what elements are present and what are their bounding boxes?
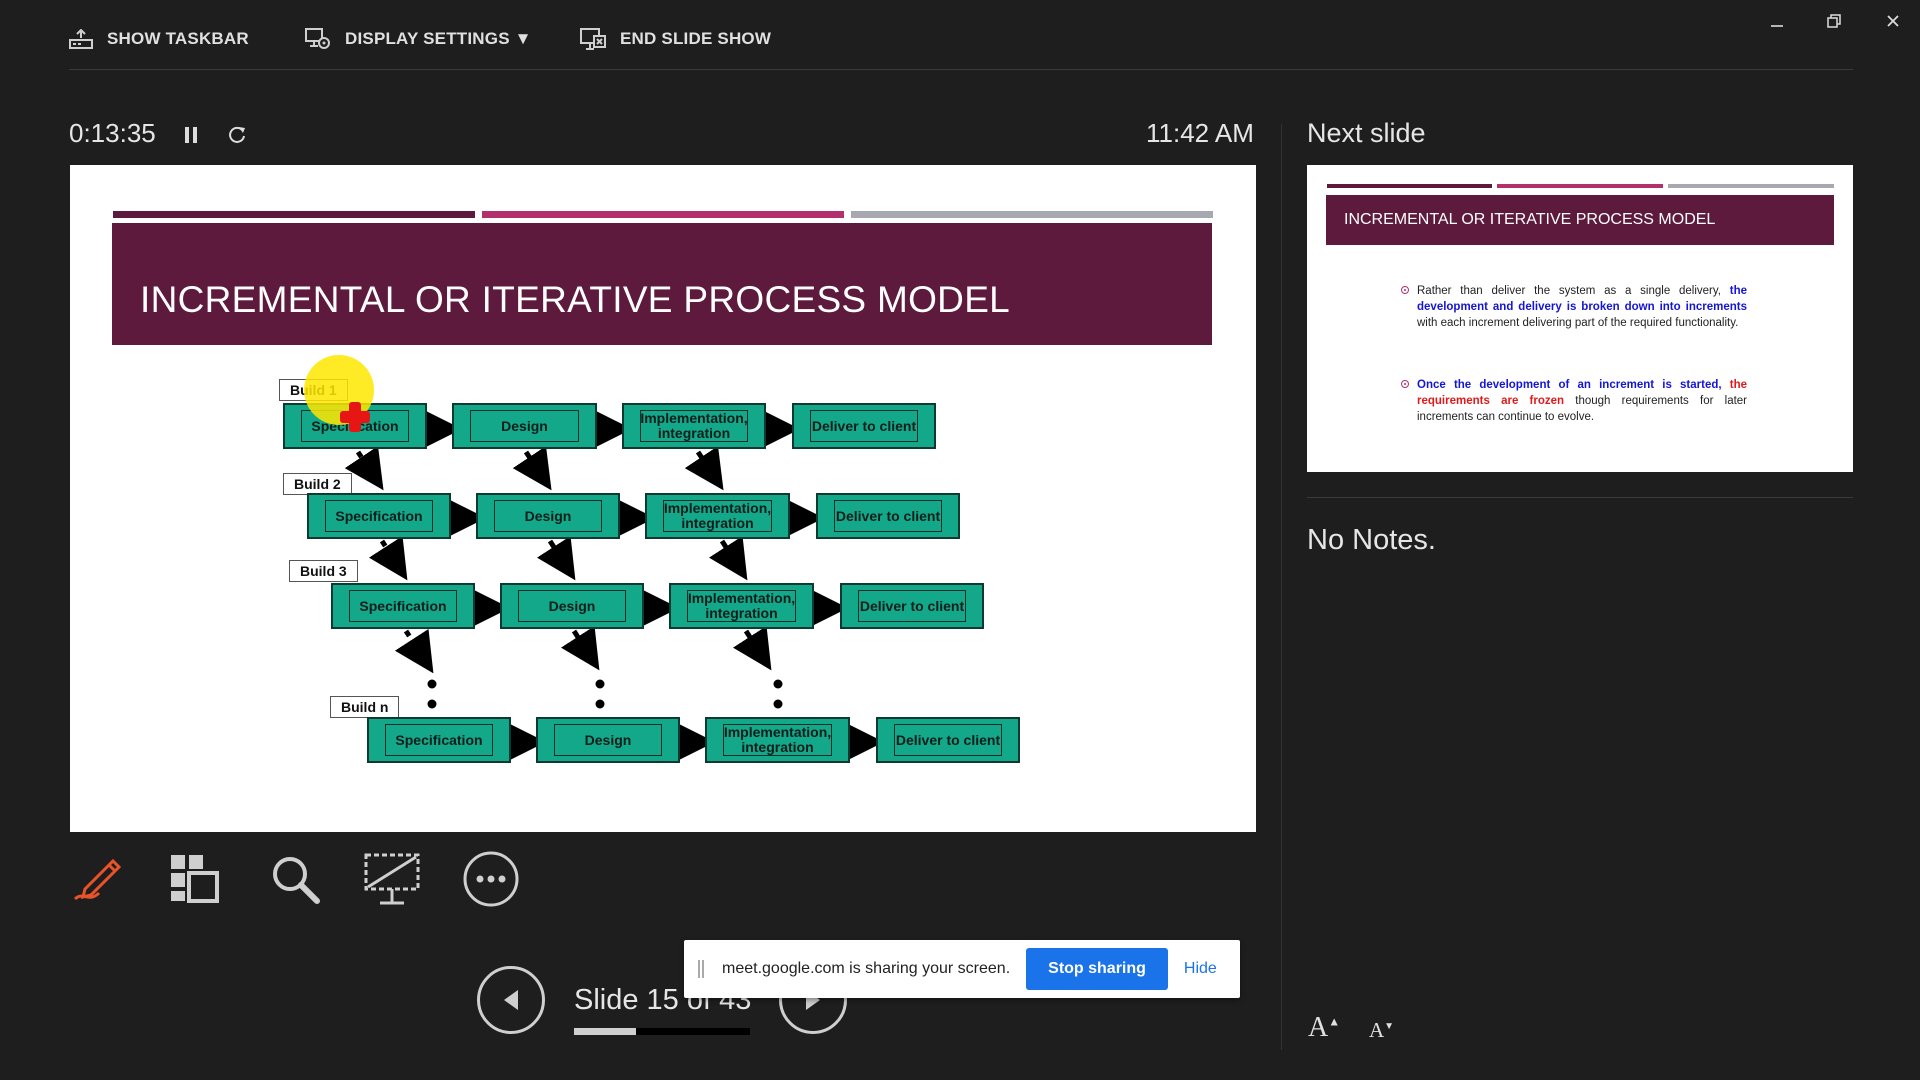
next-slide-bullet-2: Once the development of an increment is …: [1401, 377, 1747, 425]
next-slide-label: Next slide: [1307, 118, 1426, 148]
show-taskbar-button[interactable]: SHOW TASKBAR: [69, 22, 249, 56]
increase-caret-icon: ▲: [1328, 1014, 1341, 1029]
build-n-deliver-box: Deliver to client: [876, 717, 1020, 763]
share-message: meet.google.com is sharing your screen.: [722, 960, 1011, 977]
build-1-deliver-box: Deliver to client: [792, 403, 936, 449]
pause-timer-button[interactable]: [180, 122, 202, 148]
build-1-design-box: Design: [452, 403, 597, 449]
thumb-accent-dark: [1327, 184, 1492, 188]
display-settings-label: DISPLAY SETTINGS ▼: [345, 29, 532, 48]
see-all-slides-button[interactable]: [164, 848, 226, 910]
close-button[interactable]: [1876, 6, 1910, 36]
build-n-label: Build n: [330, 696, 400, 718]
screen-share-bar: meet.google.com is sharing your screen. …: [684, 940, 1240, 998]
show-taskbar-label: SHOW TASKBAR: [107, 29, 249, 48]
previous-slide-button[interactable]: [477, 966, 545, 1034]
more-icon: [463, 851, 519, 907]
build-2-deliver-box: Deliver to client: [816, 493, 960, 539]
build-2-implementation-box: Implementation, integration: [645, 493, 790, 539]
bullet-icon: [1401, 380, 1409, 388]
process-arrows: [344, 409, 884, 762]
restore-icon: [1827, 14, 1841, 28]
current-slide[interactable]: INCREMENTAL OR ITERATIVE PROCESS MODEL: [70, 165, 1256, 832]
display-settings-button[interactable]: DISPLAY SETTINGS ▼: [305, 22, 532, 56]
minimize-icon: [1771, 25, 1783, 27]
pen-tool-button[interactable]: [66, 848, 128, 910]
accent-bar-pink: [482, 211, 844, 218]
next-slide-bullet-1: Rather than deliver the system as a sing…: [1401, 283, 1747, 331]
panel-divider: [1281, 124, 1282, 1050]
next-slide-thumbnail[interactable]: INCREMENTAL OR ITERATIVE PROCESS MODEL R…: [1307, 165, 1853, 472]
build-2-design-box: Design: [476, 493, 620, 539]
magnifier-icon: [273, 857, 320, 904]
current-time: 11:42 AM: [1146, 118, 1254, 148]
accent-bar-dark: [113, 211, 475, 218]
slide-title: INCREMENTAL OR ITERATIVE PROCESS MODEL: [140, 279, 1011, 320]
build-n-specification-box: Specification: [367, 717, 511, 763]
close-icon: [1887, 15, 1899, 27]
build-2-label: Build 2: [283, 473, 352, 495]
stop-sharing-button[interactable]: Stop sharing: [1026, 948, 1168, 990]
taskbar-icon: [69, 29, 93, 49]
build-n-implementation-box: Implementation, integration: [705, 717, 850, 763]
restart-icon: [229, 126, 245, 143]
display-settings-icon: [305, 28, 330, 49]
previous-arrow-icon: [504, 990, 518, 1010]
decrease-caret-icon: ▼: [1384, 1021, 1395, 1032]
black-screen-button[interactable]: [361, 848, 423, 910]
notes-divider: [1307, 497, 1853, 498]
restore-button[interactable]: [1817, 6, 1851, 36]
build-3-label: Build 3: [289, 560, 358, 582]
decrease-font-button[interactable]: A▼: [1369, 1018, 1395, 1042]
bullet-icon: [1401, 286, 1409, 294]
build-n-design-box: Design: [536, 717, 680, 763]
screen-toggle-icon: [364, 853, 420, 905]
elapsed-timer: 0:13:35: [69, 118, 156, 148]
end-slide-show-button[interactable]: END SLIDE SHOW: [580, 22, 771, 56]
slide-title-band: INCREMENTAL OR ITERATIVE PROCESS MODEL: [112, 223, 1212, 345]
next-slide-title: INCREMENTAL OR ITERATIVE PROCESS MODEL: [1326, 195, 1834, 245]
zoom-button[interactable]: [264, 848, 326, 910]
accent-bar-gray: [851, 211, 1213, 218]
end-slide-show-label: END SLIDE SHOW: [620, 29, 772, 48]
pen-icon: [73, 858, 122, 901]
build-3-implementation-box: Implementation, integration: [669, 583, 814, 629]
build-3-specification-box: Specification: [331, 583, 475, 629]
speaker-notes: No Notes.: [1307, 524, 1436, 556]
minimize-button[interactable]: [1760, 6, 1794, 36]
increase-font-button[interactable]: A▲: [1308, 1012, 1341, 1043]
slide-progress-track: [574, 1028, 750, 1035]
more-options-button[interactable]: [460, 848, 522, 910]
drag-handle-icon[interactable]: [698, 960, 704, 978]
build-1-implementation-box: Implementation, integration: [622, 403, 766, 449]
thumb-accent-pink: [1497, 184, 1663, 188]
toolbar-divider: [69, 69, 1853, 70]
build-3-design-box: Design: [500, 583, 644, 629]
end-show-icon: [580, 28, 606, 50]
build-3-deliver-box: Deliver to client: [840, 583, 984, 629]
hide-share-bar-button[interactable]: Hide: [1183, 960, 1217, 977]
grid-slides-icon: [171, 855, 219, 903]
reset-timer-button[interactable]: [224, 122, 250, 148]
pause-icon: [185, 127, 197, 143]
build-2-specification-box: Specification: [307, 493, 451, 539]
laser-pointer-cross-icon: [340, 402, 370, 432]
slide-progress-fill: [574, 1028, 636, 1035]
thumb-accent-gray: [1668, 184, 1834, 188]
